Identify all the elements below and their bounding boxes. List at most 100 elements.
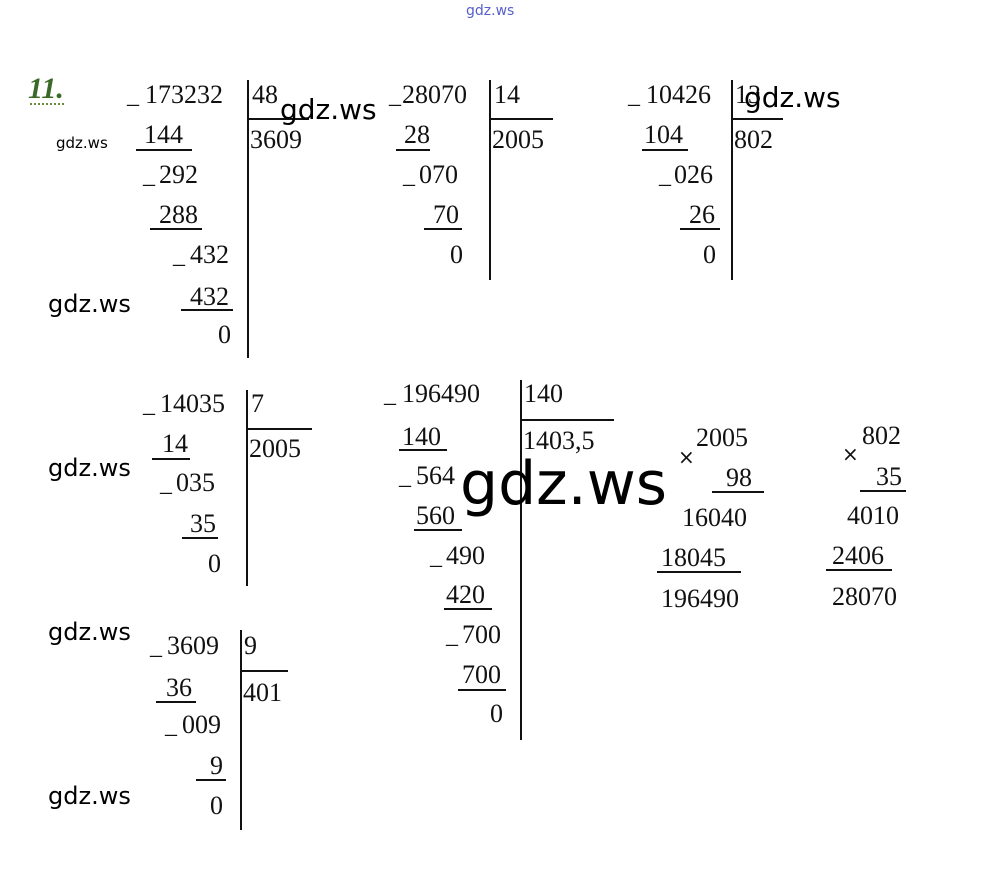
final-remainder: 0 xyxy=(450,240,463,269)
minus-sign: _ xyxy=(384,382,396,408)
divisor: 48 xyxy=(252,80,278,109)
times-sign: × xyxy=(678,445,695,469)
step-underline xyxy=(414,529,462,531)
minus-sign: _ xyxy=(160,471,172,497)
quotient-line xyxy=(522,419,614,421)
step-remainder: 035 xyxy=(176,468,215,497)
step-subtrahend: 700 xyxy=(462,660,501,689)
final-remainder: 0 xyxy=(218,320,231,349)
divisor: 13 xyxy=(735,80,761,109)
minus-sign: _ xyxy=(143,163,155,189)
step-subtrahend: 420 xyxy=(446,580,485,609)
divisor: 7 xyxy=(251,389,264,418)
minus-sign: _ xyxy=(446,623,458,649)
step-underline xyxy=(136,149,192,151)
quotient: 2005 xyxy=(492,125,544,154)
partial-product-2: 18045 xyxy=(661,543,726,572)
exercise-number: 11. xyxy=(28,72,64,105)
watermark: gdz.ws xyxy=(280,93,377,126)
final-remainder: 0 xyxy=(490,699,503,728)
watermark: gdz.ws xyxy=(48,618,131,646)
step-underline xyxy=(181,309,233,311)
product-underline xyxy=(712,491,764,493)
partial-product-2: 2406 xyxy=(832,541,884,570)
site-link[interactable]: gdz.ws xyxy=(466,3,515,19)
dividend: 14035 xyxy=(160,389,225,418)
step-subtrahend: 560 xyxy=(416,501,455,530)
step-underline xyxy=(152,458,190,460)
quotient-line xyxy=(242,670,288,672)
minus-sign: _ xyxy=(150,634,162,660)
step-remainder: 009 xyxy=(182,710,221,739)
dividend: 10426 xyxy=(646,80,711,109)
quotient-line xyxy=(733,118,783,120)
final-remainder: 0 xyxy=(208,549,221,578)
step-underline xyxy=(424,228,462,230)
quotient: 3609 xyxy=(250,125,302,154)
watermark: gdz.ws xyxy=(744,81,841,114)
division-bar xyxy=(240,630,242,830)
product-result: 196490 xyxy=(661,584,739,613)
quotient: 2005 xyxy=(249,434,301,463)
step-underline xyxy=(458,689,506,691)
division-bar xyxy=(520,380,522,740)
step-remainder: 026 xyxy=(674,160,713,189)
step-underline xyxy=(396,149,430,151)
step-remainder: 700 xyxy=(462,620,501,649)
dividend: 28070 xyxy=(402,80,467,109)
step-remainder: 564 xyxy=(416,461,455,490)
minus-sign: _ xyxy=(430,544,442,570)
final-remainder: 0 xyxy=(703,240,716,269)
watermark: gdz.ws xyxy=(48,454,131,482)
minus-sign: _ xyxy=(628,83,640,109)
watermark: gdz.ws xyxy=(48,290,131,318)
step-underline xyxy=(399,449,447,451)
quotient-line xyxy=(249,118,309,120)
divisor: 140 xyxy=(524,379,563,408)
step-remainder: 070 xyxy=(419,160,458,189)
multiplicand: 802 xyxy=(862,421,901,450)
division-bar xyxy=(489,80,491,280)
step-subtrahend: 36 xyxy=(166,673,192,702)
multiplier: 98 xyxy=(726,463,752,492)
step-subtrahend: 28 xyxy=(404,120,430,149)
dividend: 196490 xyxy=(402,379,480,408)
minus-sign: _ xyxy=(173,243,185,269)
division-bar xyxy=(246,390,248,586)
step-subtrahend: 432 xyxy=(190,282,229,311)
multiplier: 35 xyxy=(876,462,902,491)
quotient-line xyxy=(248,428,312,430)
minus-sign: _ xyxy=(127,83,139,109)
step-underline xyxy=(444,608,492,610)
step-subtrahend: 35 xyxy=(190,509,216,538)
watermark: gdz.ws xyxy=(48,782,131,810)
multiplicand: 2005 xyxy=(696,423,748,452)
step-subtrahend: 9 xyxy=(210,751,223,780)
final-remainder: 0 xyxy=(210,791,223,820)
step-subtrahend: 288 xyxy=(159,200,198,229)
minus-sign: _ xyxy=(403,163,415,189)
step-subtrahend: 144 xyxy=(144,120,183,149)
step-remainder: 292 xyxy=(159,160,198,189)
step-subtrahend: 104 xyxy=(644,120,683,149)
dividend: 173232 xyxy=(145,80,223,109)
division-bar xyxy=(731,80,733,280)
step-remainder: 490 xyxy=(446,541,485,570)
minus-sign: _ xyxy=(165,713,177,739)
minus-sign: _ xyxy=(399,464,411,490)
step-subtrahend: 26 xyxy=(689,200,715,229)
divisor: 9 xyxy=(244,631,257,660)
step-remainder: 432 xyxy=(190,240,229,269)
quotient: 401 xyxy=(243,678,282,707)
step-underline xyxy=(196,779,226,781)
watermark: gdz.ws xyxy=(56,134,108,152)
minus-sign: _ xyxy=(143,392,155,418)
step-underline xyxy=(150,228,202,230)
times-sign: × xyxy=(842,442,859,466)
step-underline xyxy=(680,228,720,230)
step-underline xyxy=(642,149,688,151)
minus-sign: _ xyxy=(659,163,671,189)
step-subtrahend: 14 xyxy=(162,429,188,458)
step-subtrahend: 140 xyxy=(402,422,441,451)
step-subtrahend: 70 xyxy=(433,200,459,229)
